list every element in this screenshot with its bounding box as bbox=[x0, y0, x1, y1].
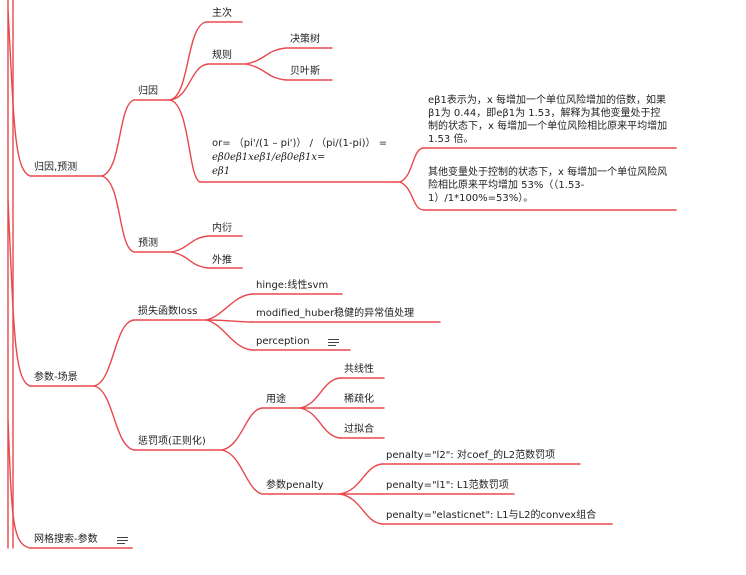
node-guize[interactable]: 规则 bbox=[212, 50, 232, 61]
edge-chengfa bbox=[93, 385, 135, 451]
edge-guize bbox=[169, 63, 209, 101]
edge-beiyesi bbox=[245, 63, 287, 81]
edge-yongtu bbox=[221, 407, 263, 451]
node-neiyan[interactable]: 内衍 bbox=[212, 223, 232, 234]
edge-waitui bbox=[171, 251, 209, 269]
edge-neiyan bbox=[171, 235, 209, 253]
edge-hinge bbox=[205, 293, 253, 321]
edge-canshu-penalty bbox=[221, 449, 263, 495]
edge-penalty-en bbox=[339, 493, 383, 525]
node-guiyin-yuce[interactable]: 归因,预测 bbox=[34, 162, 78, 173]
node-gongxianxing[interactable]: 共线性 bbox=[344, 364, 374, 375]
node-penalty-l2[interactable]: penalty="l2": 对coef_的L2范数罚项 bbox=[386, 450, 556, 461]
edge-sunshi bbox=[93, 319, 135, 387]
node-perception[interactable]: perception bbox=[256, 336, 310, 347]
node-guonihe[interactable]: 过拟合 bbox=[344, 424, 374, 435]
node-explain-2[interactable]: 其他变量处于控制的状态下，x 每增加一个单位风险风险相比原来平均增加 53%（（… bbox=[428, 167, 668, 204]
node-zhuci[interactable]: 主次 bbox=[212, 8, 232, 19]
note-icon[interactable] bbox=[117, 537, 128, 545]
node-or-formula-line3: eβ1 bbox=[212, 166, 231, 177]
node-chengfa[interactable]: 惩罚项(正则化) bbox=[138, 436, 206, 447]
edge-penalty-l2 bbox=[339, 463, 383, 495]
node-yuce[interactable]: 预测 bbox=[138, 238, 158, 249]
edge-gongxianxing bbox=[299, 377, 341, 409]
node-beiyesi[interactable]: 贝叶斯 bbox=[290, 66, 320, 77]
node-canshu-penalty[interactable]: 参数penalty bbox=[266, 480, 324, 491]
node-canshu-changjing[interactable]: 参数-场景 bbox=[34, 372, 78, 383]
edge-juecheshu bbox=[245, 47, 287, 65]
edge-guonihe bbox=[299, 407, 341, 439]
node-penalty-en[interactable]: penalty="elasticnet": L1与L2的convex组合 bbox=[386, 510, 597, 521]
node-wangge[interactable]: 网格搜索-参数 bbox=[34, 534, 98, 545]
edge-root-canshu bbox=[7, 199, 31, 387]
node-explain-1[interactable]: eβ1表示为，x 每增加一个单位风险增加的倍数，如果β1为 0.44，即eβ1为… bbox=[428, 95, 668, 145]
node-waitui[interactable]: 外推 bbox=[212, 255, 232, 266]
edge-root-guiyin-yuce bbox=[7, 9, 31, 177]
edge-guiyin bbox=[101, 99, 135, 177]
edge-yuce bbox=[101, 175, 135, 253]
edge-modified bbox=[205, 319, 253, 323]
node-guiyin[interactable]: 归因 bbox=[138, 86, 158, 97]
edge-perception bbox=[205, 319, 253, 351]
node-or-formula-line1[interactable]: or= （pi'/(1 – pi')） / （pi/(1-pi)） = bbox=[212, 138, 388, 149]
edge-root-wangge bbox=[7, 419, 31, 549]
edge-zhuci bbox=[169, 21, 207, 101]
node-juecheshu[interactable]: 决策树 bbox=[290, 34, 320, 45]
edge-or bbox=[169, 99, 201, 183]
node-modified-huber[interactable]: modified_huber稳健的异常值处理 bbox=[256, 308, 415, 319]
node-or-formula-line2: eβ0eβ1xeβ1/eβ0eβ1x= bbox=[212, 152, 326, 163]
node-penalty-l1[interactable]: penalty="l1": L1范数罚项 bbox=[386, 480, 509, 491]
node-xishuhua[interactable]: 稀疏化 bbox=[344, 394, 374, 405]
node-sunshi[interactable]: 损失函数loss bbox=[138, 306, 198, 317]
note-icon[interactable] bbox=[328, 339, 339, 347]
edge-explain-2 bbox=[399, 181, 425, 211]
edge-explain-1 bbox=[399, 147, 425, 183]
node-hinge[interactable]: hinge:线性svm bbox=[256, 280, 329, 291]
node-yongtu[interactable]: 用途 bbox=[266, 394, 286, 405]
